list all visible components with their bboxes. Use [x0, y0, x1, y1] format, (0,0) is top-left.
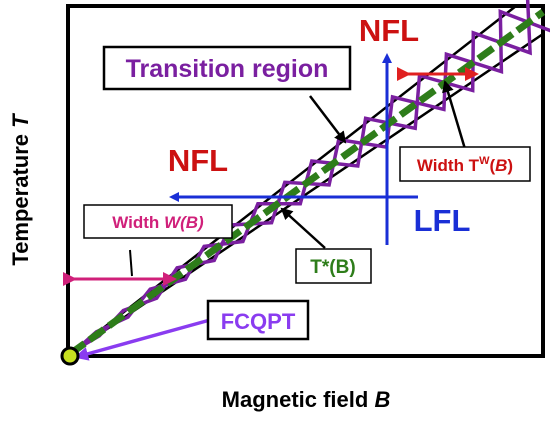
transition-region-label: Transition region	[126, 55, 329, 83]
lfl-label: LFL	[414, 203, 471, 238]
width-w-box	[83, 204, 233, 239]
fcqpt-box	[206, 299, 310, 341]
width-w-label: Width W(B)	[112, 213, 204, 232]
width-t-label: Width TW(B)	[417, 155, 513, 175]
transition-pointer-arrow	[309, 95, 347, 144]
transition-region-box	[102, 45, 352, 91]
width-t-box	[399, 146, 531, 182]
fcqpt-point	[60, 346, 80, 366]
nfl-left-label: NFL	[168, 143, 228, 178]
t-star-label: T*(B)	[310, 257, 355, 278]
x-axis-title: Magnetic field B	[222, 387, 391, 412]
y-axis-title: Temperature T	[8, 113, 33, 266]
t-star-pointer-arrow	[280, 207, 326, 249]
nfl-top-label: NFL	[359, 13, 419, 48]
fcqpt-label: FCQPT	[221, 309, 296, 334]
t-star-box	[295, 248, 372, 284]
width-w-pointer-line	[129, 249, 133, 277]
width-t-pointer-arrow	[442, 80, 467, 150]
fcqpt-arrow	[74, 318, 211, 361]
